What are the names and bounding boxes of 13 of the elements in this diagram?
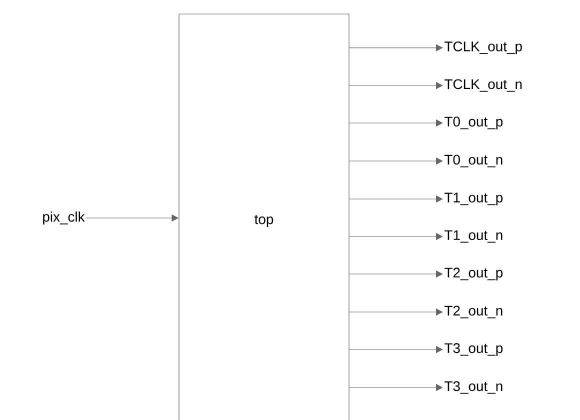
signal-label: T0_out_n: [444, 154, 502, 168]
arrow: [349, 44, 443, 52]
signal-label: T1_out_p: [444, 192, 503, 206]
signal-label: T0_out_p: [444, 116, 503, 130]
signal-label: T2_out_n: [444, 306, 502, 318]
signal-label: TCLK_out_n: [444, 79, 522, 92]
signal-label: T1_out_n: [444, 230, 502, 243]
signal-label: pix_clk: [43, 212, 85, 224]
signal-label: T3_out_n: [444, 381, 502, 394]
signal-label: TCLK_out_p: [444, 41, 522, 54]
signal-label: T2_out_p: [444, 268, 503, 280]
signal-label: T3_out_p: [444, 343, 503, 356]
module-box: top: [178, 14, 350, 420]
